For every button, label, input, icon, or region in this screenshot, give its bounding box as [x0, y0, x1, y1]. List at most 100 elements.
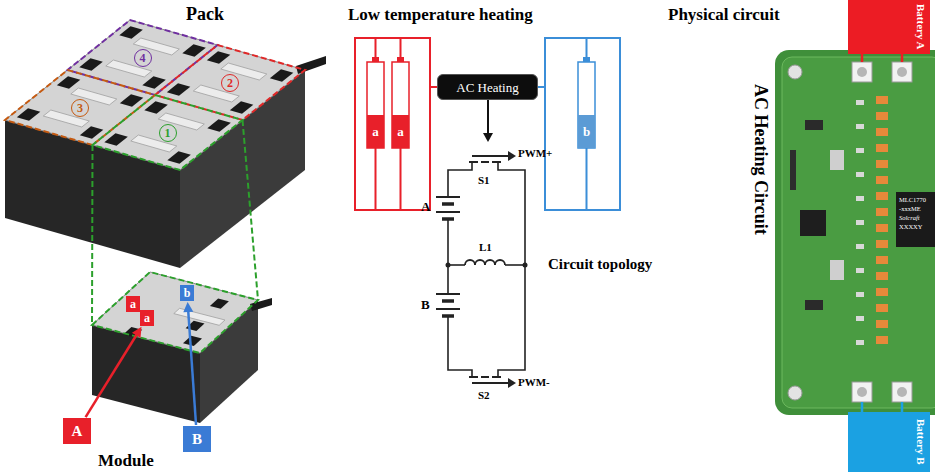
circuit-board	[788, 65, 802, 79]
battery-pack	[296, 56, 326, 74]
smd-component	[876, 144, 888, 152]
circuit-wire	[447, 219, 449, 294]
circuit-board	[800, 210, 826, 236]
battery-wiring	[355, 38, 430, 210]
circuit-wire	[448, 162, 525, 377]
circuit-board	[897, 387, 907, 397]
battery-box: Battery A	[848, 0, 930, 54]
node-label: b	[583, 125, 590, 138]
signal-name: PWM-	[518, 376, 550, 389]
inductor-symbol	[446, 263, 451, 268]
cell-terminal	[207, 119, 231, 132]
smd-component	[856, 148, 864, 153]
callout-number: 3	[77, 102, 83, 114]
circuit-board	[775, 50, 935, 415]
circuit-board	[830, 150, 844, 170]
circuit-board	[782, 57, 935, 408]
node-label: b	[184, 287, 191, 299]
smd-component	[876, 128, 888, 136]
smd-component	[856, 124, 864, 129]
smd-component	[876, 240, 888, 248]
battery-name: A	[421, 200, 430, 215]
smd-component	[876, 176, 888, 184]
gate-arrow	[508, 378, 516, 388]
smd-component	[876, 304, 888, 312]
board-title: AC Heating Circuit	[750, 84, 771, 235]
component-name: S2	[478, 389, 490, 402]
node-label: a	[144, 312, 150, 324]
cell-tag: b	[180, 285, 194, 301]
cell-terminal	[79, 58, 103, 71]
smd-component	[856, 96, 888, 345]
smd-component	[876, 336, 888, 344]
mosfet-symbol	[472, 382, 508, 384]
battery-symbol	[436, 197, 460, 316]
cell-terminal	[210, 299, 229, 309]
circuit-board	[892, 382, 912, 402]
smd-component	[856, 196, 864, 201]
smd-component	[856, 244, 864, 249]
module-outline	[155, 45, 305, 120]
cell-terminal	[144, 101, 168, 114]
module-outline	[92, 272, 258, 353]
circuit-board	[788, 386, 802, 400]
smd-component	[856, 340, 864, 345]
gate-arrow	[508, 151, 516, 161]
inductor-symbol	[465, 260, 505, 265]
circuit-wire	[448, 264, 465, 266]
cell-terminal	[142, 76, 166, 89]
circuit-wire	[498, 162, 525, 377]
callout-number: 2	[221, 74, 239, 92]
cell-outline	[397, 57, 404, 62]
smd-component	[856, 268, 864, 273]
cell-tag: a	[392, 115, 409, 148]
cell-tag: a	[367, 115, 384, 148]
mosfet-symbol	[469, 156, 508, 383]
panel-title: Circuit topology	[548, 256, 652, 273]
cell-outline	[392, 62, 409, 148]
circuit-board	[805, 300, 823, 310]
node-label: AC Heating	[456, 81, 518, 94]
cell-outline	[578, 62, 595, 148]
chip-marking: -xxxME	[899, 205, 921, 212]
callout-number: 4	[134, 49, 152, 67]
callout-number: 4	[140, 52, 146, 64]
chip-marking: Solcraft	[899, 214, 920, 221]
cell-terminal	[207, 51, 231, 64]
smd-component	[876, 112, 888, 120]
node-label: a	[130, 298, 136, 310]
node-label: A	[72, 424, 83, 439]
callout-arrow	[86, 327, 142, 417]
signal-name: PWM+	[518, 147, 552, 160]
smd-component	[876, 288, 888, 296]
cell-terminal	[270, 69, 294, 82]
cell-terminal	[120, 94, 144, 107]
circuit-board	[857, 67, 867, 77]
battery-box: Battery B	[848, 412, 930, 472]
node-label: Battery B	[915, 419, 926, 465]
panel-title: Physical circuit	[668, 5, 780, 25]
cell-tag: b	[578, 115, 595, 148]
mosfet-symbol	[472, 155, 508, 157]
panel-title: Low temperature heating	[348, 5, 533, 25]
circuit-wire	[448, 162, 472, 197]
inductor-symbol	[523, 263, 528, 268]
smd-component	[876, 96, 888, 104]
cell-terminal	[80, 126, 104, 139]
node-label: a	[397, 125, 404, 138]
inductor-symbol	[446, 260, 528, 268]
module-outline	[5, 70, 155, 145]
arrow-head	[132, 327, 142, 338]
panel-title: Module	[98, 451, 154, 471]
smd-component	[876, 224, 888, 232]
module-outline	[93, 95, 243, 170]
battery-wiring	[545, 38, 620, 210]
smd-component	[876, 208, 888, 216]
control-arrow	[483, 133, 493, 142]
gate-arrow	[508, 151, 516, 388]
cell-tag: a	[126, 296, 140, 312]
mosfet-symbol	[469, 161, 501, 163]
cell-terminal	[17, 108, 41, 121]
